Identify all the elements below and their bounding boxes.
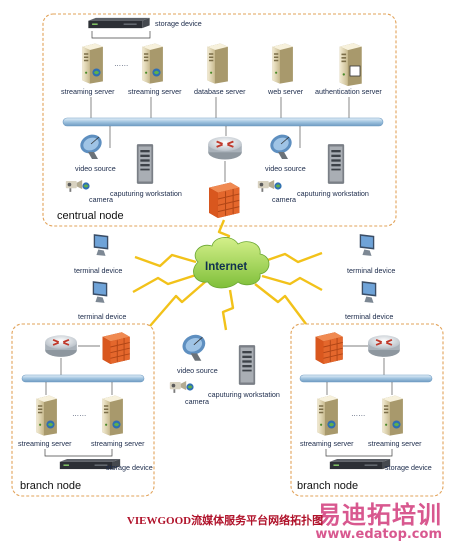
camera-icon: [257, 180, 275, 192]
streaming-server-icon: [142, 43, 163, 84]
video-source-dish-icon: [268, 133, 296, 160]
storage-device-label: storage device: [385, 463, 432, 472]
firewall-icon: [102, 331, 131, 364]
server-badge-icon: [152, 68, 161, 77]
database-server-icon: [207, 43, 228, 84]
internet-label: Internet: [205, 261, 247, 273]
streaming-server-label: streaming server: [300, 439, 354, 448]
camera-label: camera: [185, 397, 209, 406]
web-server-icon: [272, 43, 293, 84]
streaming-server-label: streaming server: [91, 439, 145, 448]
terminal-device-label: terminal device: [347, 266, 395, 275]
branch-left-backbone-bar: [21, 374, 145, 383]
server-badge-icon: [327, 420, 336, 429]
terminal-device-label: terminal device: [345, 312, 393, 321]
video-source-label: video source: [265, 164, 306, 173]
capturing-workstation-label: caputuring workstation: [208, 390, 280, 399]
streaming-server-icon: [317, 395, 338, 436]
database-server-label: database server: [194, 87, 246, 96]
camera-icon: [65, 180, 83, 192]
auth-card-icon: [349, 65, 361, 77]
capturing-workstation-label: caputuring workstation: [297, 189, 369, 198]
streaming-server-label: streaming server: [128, 87, 182, 96]
diagram-caption: VIEWGOOD流媒体服务平台网络拓扑图: [126, 515, 324, 527]
central-backbone-links: [109, 126, 301, 148]
central-backbone-bar: [62, 117, 384, 127]
streaming-server-icon: [382, 395, 403, 436]
camera-icon: [169, 381, 187, 393]
streaming-server-label: streaming server: [368, 439, 422, 448]
server-badge-icon: [392, 420, 401, 429]
watermark-main: 易迪拓培训: [317, 501, 442, 529]
ellipsis-label: ……: [72, 409, 86, 418]
storage-link: [91, 31, 151, 39]
streaming-server-icon: [102, 395, 123, 436]
firewall-icon: [315, 331, 344, 364]
router-icon: [207, 135, 243, 161]
internet-cloud: [193, 237, 270, 289]
video-source-label: video source: [177, 366, 218, 375]
ellipsis-label: ……: [351, 409, 365, 418]
watermark: 易迪拓培训 www.edatop.com: [315, 495, 442, 542]
terminal-device-icon: [92, 281, 108, 303]
capturing-workstation-label: caputuring workstation: [110, 189, 182, 198]
streaming-server-label: streaming server: [18, 439, 72, 448]
watermark-url: www.edatop.com: [315, 527, 442, 542]
server-badge-icon: [112, 420, 121, 429]
streaming-server-icon: [82, 43, 103, 84]
authentication-server-label: authentication server: [315, 87, 382, 96]
authentication-server-icon: [339, 43, 362, 86]
camera-label: camera: [89, 195, 113, 204]
capturing-workstation-icon: [238, 345, 256, 385]
terminal-device-label: terminal device: [74, 266, 122, 275]
capturing-workstation-icon: [136, 144, 154, 184]
terminal-device-icon: [359, 234, 375, 256]
server-badge-icon: [46, 420, 55, 429]
camera-badge-icon: [274, 182, 282, 190]
video-source-dish-icon: [180, 333, 210, 362]
camera-label: camera: [272, 195, 296, 204]
camera-badge-icon: [82, 182, 90, 190]
streaming-server-label: streaming server: [61, 87, 115, 96]
terminal-device-icon: [93, 234, 109, 256]
storage-link: [325, 449, 393, 457]
branch-node-right-label: branch node: [297, 480, 358, 492]
camera-badge-icon: [186, 383, 194, 391]
video-source-dish-icon: [78, 133, 106, 160]
web-server-label: web server: [267, 87, 304, 96]
branch-node-right-frame: [290, 323, 444, 497]
capturing-workstation-icon: [327, 144, 345, 184]
storage-device-label: storage device: [155, 19, 202, 28]
storage-device-icon: [88, 17, 150, 29]
storage-link: [44, 449, 113, 457]
firewall-icon: [208, 182, 240, 218]
server-badge-icon: [92, 68, 101, 77]
terminal-device-icon: [361, 281, 377, 303]
ellipsis-label: ……: [114, 59, 128, 68]
video-source-label: video source: [75, 164, 116, 173]
router-icon: [44, 334, 78, 358]
central-node-label: centrual node: [57, 210, 124, 222]
branch-node-left-label: branch node: [20, 480, 81, 492]
terminal-device-label: terminal device: [78, 312, 126, 321]
streaming-server-icon: [36, 395, 57, 436]
storage-device-icon: [329, 459, 391, 470]
central-server-links: [90, 97, 350, 118]
storage-device-label: storage device: [106, 463, 153, 472]
central-node-frame: [42, 13, 397, 227]
branch-right-backbone-bar: [299, 374, 433, 383]
router-icon: [367, 334, 401, 358]
branch-node-left-frame: [11, 323, 155, 497]
